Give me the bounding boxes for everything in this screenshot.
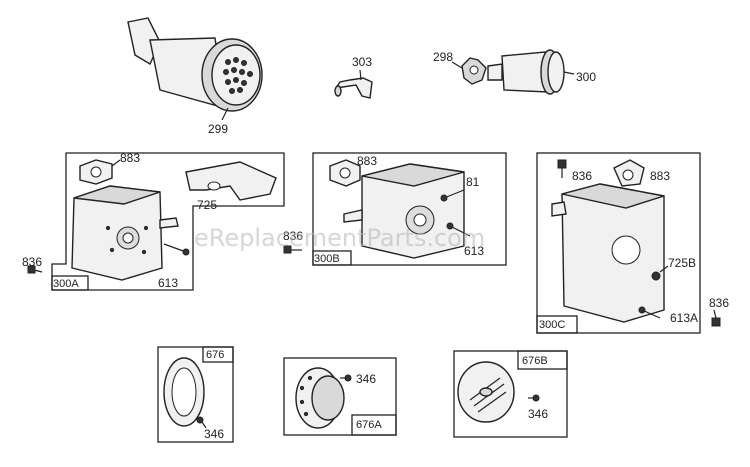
elbow-303[interactable] (334, 77, 373, 99)
label-298: 298 (433, 50, 453, 64)
muffler-300B[interactable] (343, 163, 465, 259)
gasket-883-a[interactable] (79, 159, 113, 185)
label-346-a: 346 (204, 427, 224, 441)
label-836-d: 836 (709, 296, 729, 310)
group-676B-frame (453, 350, 568, 438)
bolt-613A[interactable] (638, 306, 661, 319)
watermark: eReplacementParts.com (194, 224, 485, 252)
tag-676: 676 (206, 349, 224, 361)
screw-836-a[interactable] (27, 265, 43, 274)
screw-346-a[interactable] (196, 416, 207, 429)
tag-300A: 300A (53, 278, 79, 290)
screw-346-c[interactable] (528, 394, 540, 402)
knob-298[interactable] (461, 57, 487, 85)
label-299: 299 (208, 122, 228, 136)
bolt-81[interactable] (440, 189, 465, 202)
group-300C-frame (536, 152, 701, 334)
label-81: 81 (466, 175, 480, 189)
tag-300C: 300C (539, 319, 565, 331)
label-613-b: 613 (464, 244, 484, 258)
shield-676A[interactable] (295, 367, 345, 429)
label-303: 303 (352, 55, 372, 69)
label-346-c: 346 (528, 407, 548, 421)
label-613A: 613A (670, 311, 698, 325)
bolt-613-b[interactable] (446, 222, 471, 237)
muffler-300A[interactable] (71, 185, 179, 281)
label-836-b: 836 (283, 229, 303, 243)
label-836-c: 836 (572, 169, 592, 183)
screw-836-c[interactable] (557, 159, 567, 178)
guard-676[interactable] (163, 357, 205, 427)
label-883-c: 883 (650, 169, 670, 183)
label-300: 300 (576, 70, 596, 84)
group-300B-frame (312, 152, 507, 266)
tag-676A: 676A (356, 419, 382, 431)
label-346-b: 346 (356, 372, 376, 386)
label-836-a: 836 (22, 255, 42, 269)
group-676A-frame (283, 357, 397, 436)
bolt-725B[interactable] (651, 265, 669, 281)
screw-346-b[interactable] (340, 374, 352, 382)
screen-676B[interactable] (457, 361, 515, 423)
pipe-300[interactable] (487, 49, 565, 95)
bracket-725[interactable] (185, 161, 277, 201)
label-883-b: 883 (357, 154, 377, 168)
label-883-a: 883 (120, 151, 140, 165)
bolt-613-a[interactable] (163, 243, 190, 256)
gasket-883-c[interactable] (613, 159, 645, 187)
tag-300B: 300B (314, 253, 340, 265)
group-300A-frame (51, 152, 285, 291)
screw-836-d[interactable] (711, 309, 721, 327)
label-613-a: 613 (158, 276, 178, 290)
gasket-883-b[interactable] (329, 159, 361, 187)
screw-836-b[interactable] (283, 245, 302, 254)
label-725: 725 (197, 198, 217, 212)
tag-676B: 676B (522, 355, 548, 367)
group-676-frame (157, 346, 234, 443)
muffler-299[interactable] (127, 17, 263, 112)
muffler-300C[interactable] (551, 183, 665, 323)
label-725B: 725B (668, 256, 696, 270)
